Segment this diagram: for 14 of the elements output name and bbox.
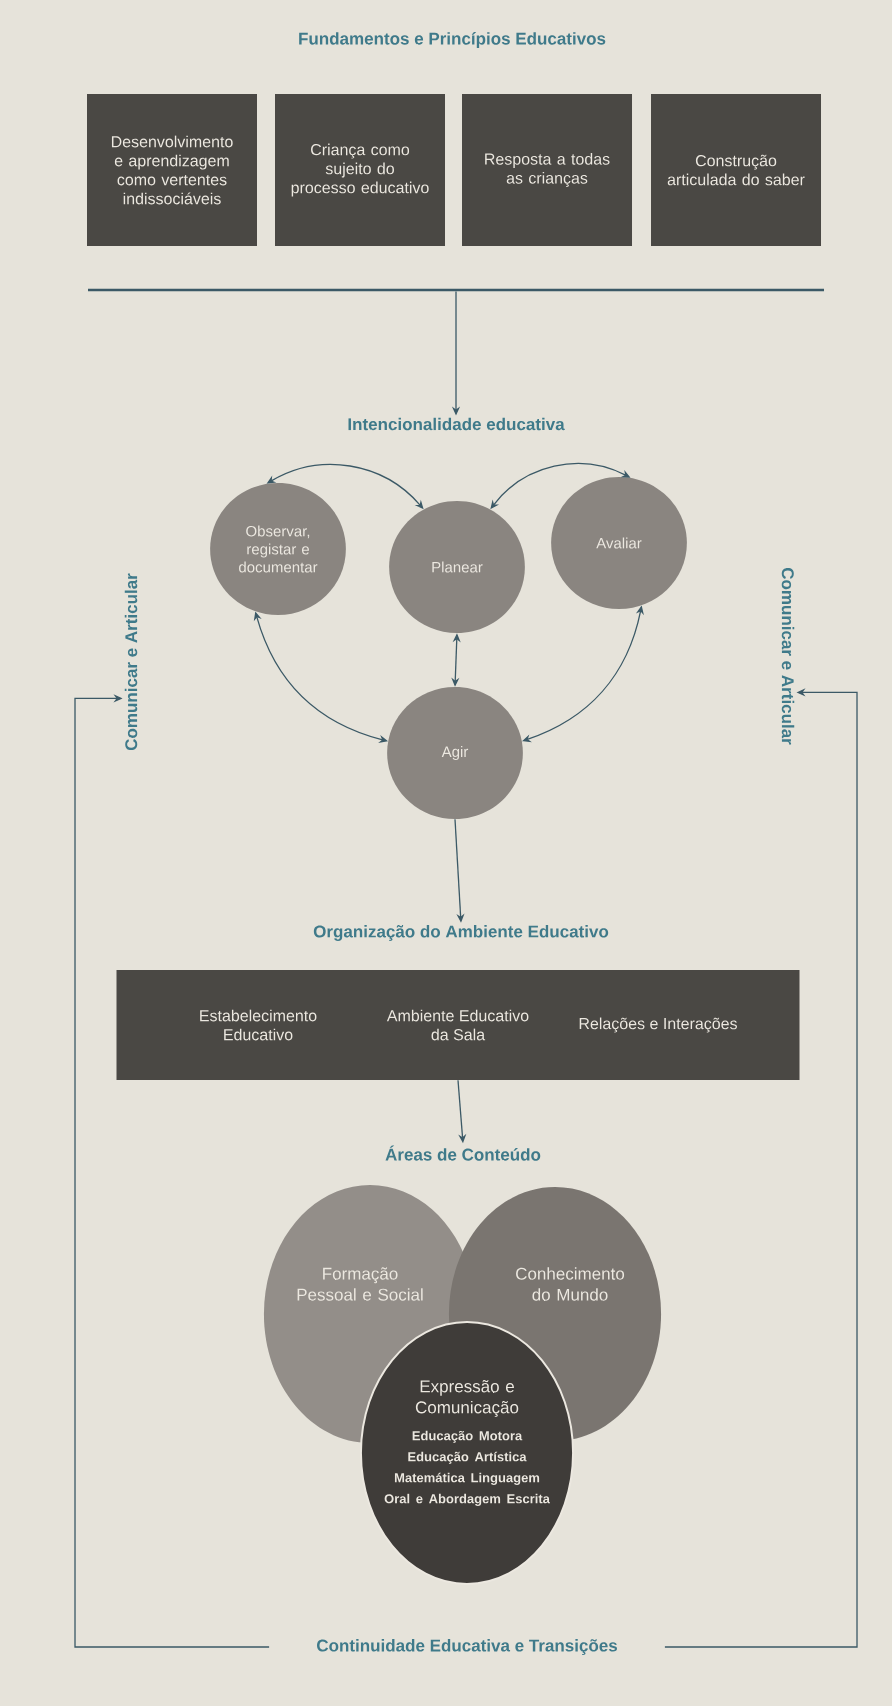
side-label: Comunicar e Articular (124, 573, 138, 751)
section-heading: Áreas de Conteúdo (385, 1145, 541, 1161)
principle-box: Criança como sujeito do processo educativo (275, 94, 445, 246)
section-heading: Fundamentos e Princípios Educativos (299, 32, 606, 48)
principle-box: Construção articulada do saber (651, 94, 821, 246)
environment-band: Estabelecimento Educativo Ambiente Educativo da Sala Relações e Interações (116, 970, 800, 1080)
section-heading: Intencionalidade educativa (348, 417, 565, 431)
rule-bar (88, 288, 824, 292)
section-heading: Organização do Ambiente Educativo (313, 925, 609, 941)
section-heading: Continuidade Educativa e Transições (317, 1639, 617, 1655)
principle-box: Desenvolvimento e aprendizagem como vertentes indissociáveis (87, 94, 257, 246)
arrow (74, 694, 270, 1648)
side-label: Comunicar e Articular (781, 567, 795, 745)
principle-box: Resposta a todas as crianças (462, 94, 632, 246)
